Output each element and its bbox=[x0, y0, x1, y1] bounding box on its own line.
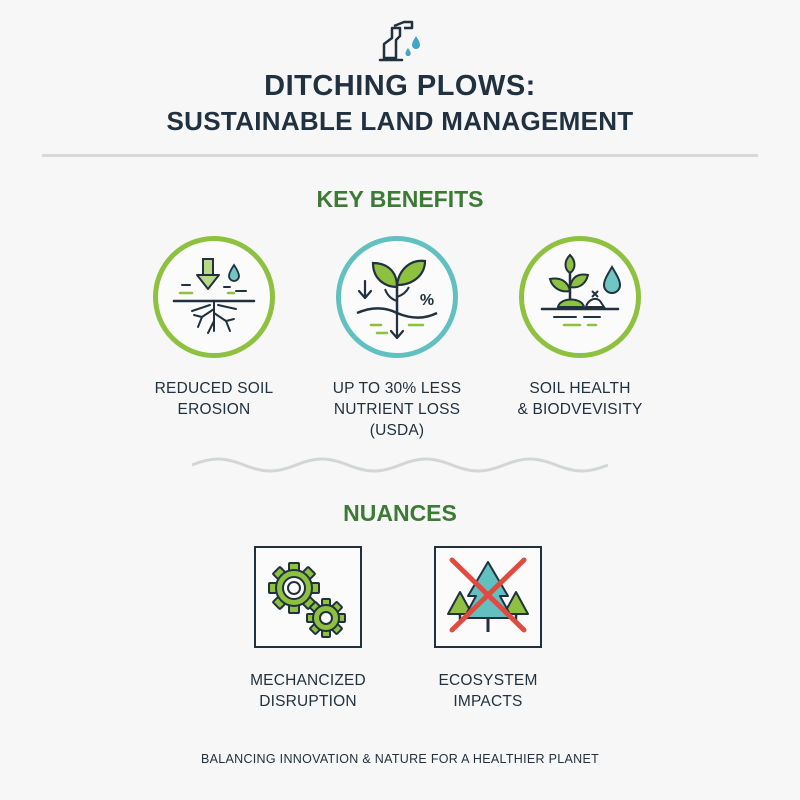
benefit-label-nutrient: UP TO 30% LESS NUTRIENT LOSS (USDA) bbox=[332, 380, 462, 439]
soil-erosion-icon bbox=[172, 258, 256, 334]
nuances-heading: NUANCES bbox=[343, 500, 457, 526]
wave-divider bbox=[191, 454, 609, 476]
page-title-line1: DITCHING PLOWS: bbox=[264, 70, 536, 102]
benefit-label-erosion: REDUCED SOIL EROSION bbox=[154, 380, 274, 418]
nuance-box-mechanized bbox=[254, 546, 362, 648]
page-title-line2: SUSTAINABLE LAND MANAGEMENT bbox=[166, 106, 634, 136]
sprout-nutrient-icon: % bbox=[356, 259, 438, 340]
plow-drip-icon bbox=[370, 14, 428, 64]
nuance-box-ecosystem bbox=[434, 546, 542, 648]
header-divider bbox=[42, 154, 758, 157]
benefit-circle-soil-health bbox=[519, 236, 641, 358]
benefit-label-soil-health: SOIL HEALTH & BIODVEVISITY bbox=[517, 380, 643, 418]
benefit-circle-nutrient: % bbox=[336, 236, 458, 358]
percent-symbol: % bbox=[420, 292, 434, 309]
footer-tagline: BALANCING INNOVATION & NATURE FOR A HEAL… bbox=[200, 752, 600, 766]
gears-icon bbox=[268, 562, 346, 638]
plant-water-drop-icon bbox=[540, 253, 622, 327]
key-benefits-heading: KEY BENEFITS bbox=[316, 186, 484, 212]
crossed-trees-icon bbox=[447, 557, 529, 633]
nuance-label-ecosystem: ECOSYSTEM IMPACTS bbox=[438, 672, 538, 710]
benefit-circle-erosion bbox=[153, 236, 275, 358]
nuance-label-mechanized: MECHANCIZED DISRUPTION bbox=[250, 672, 366, 710]
